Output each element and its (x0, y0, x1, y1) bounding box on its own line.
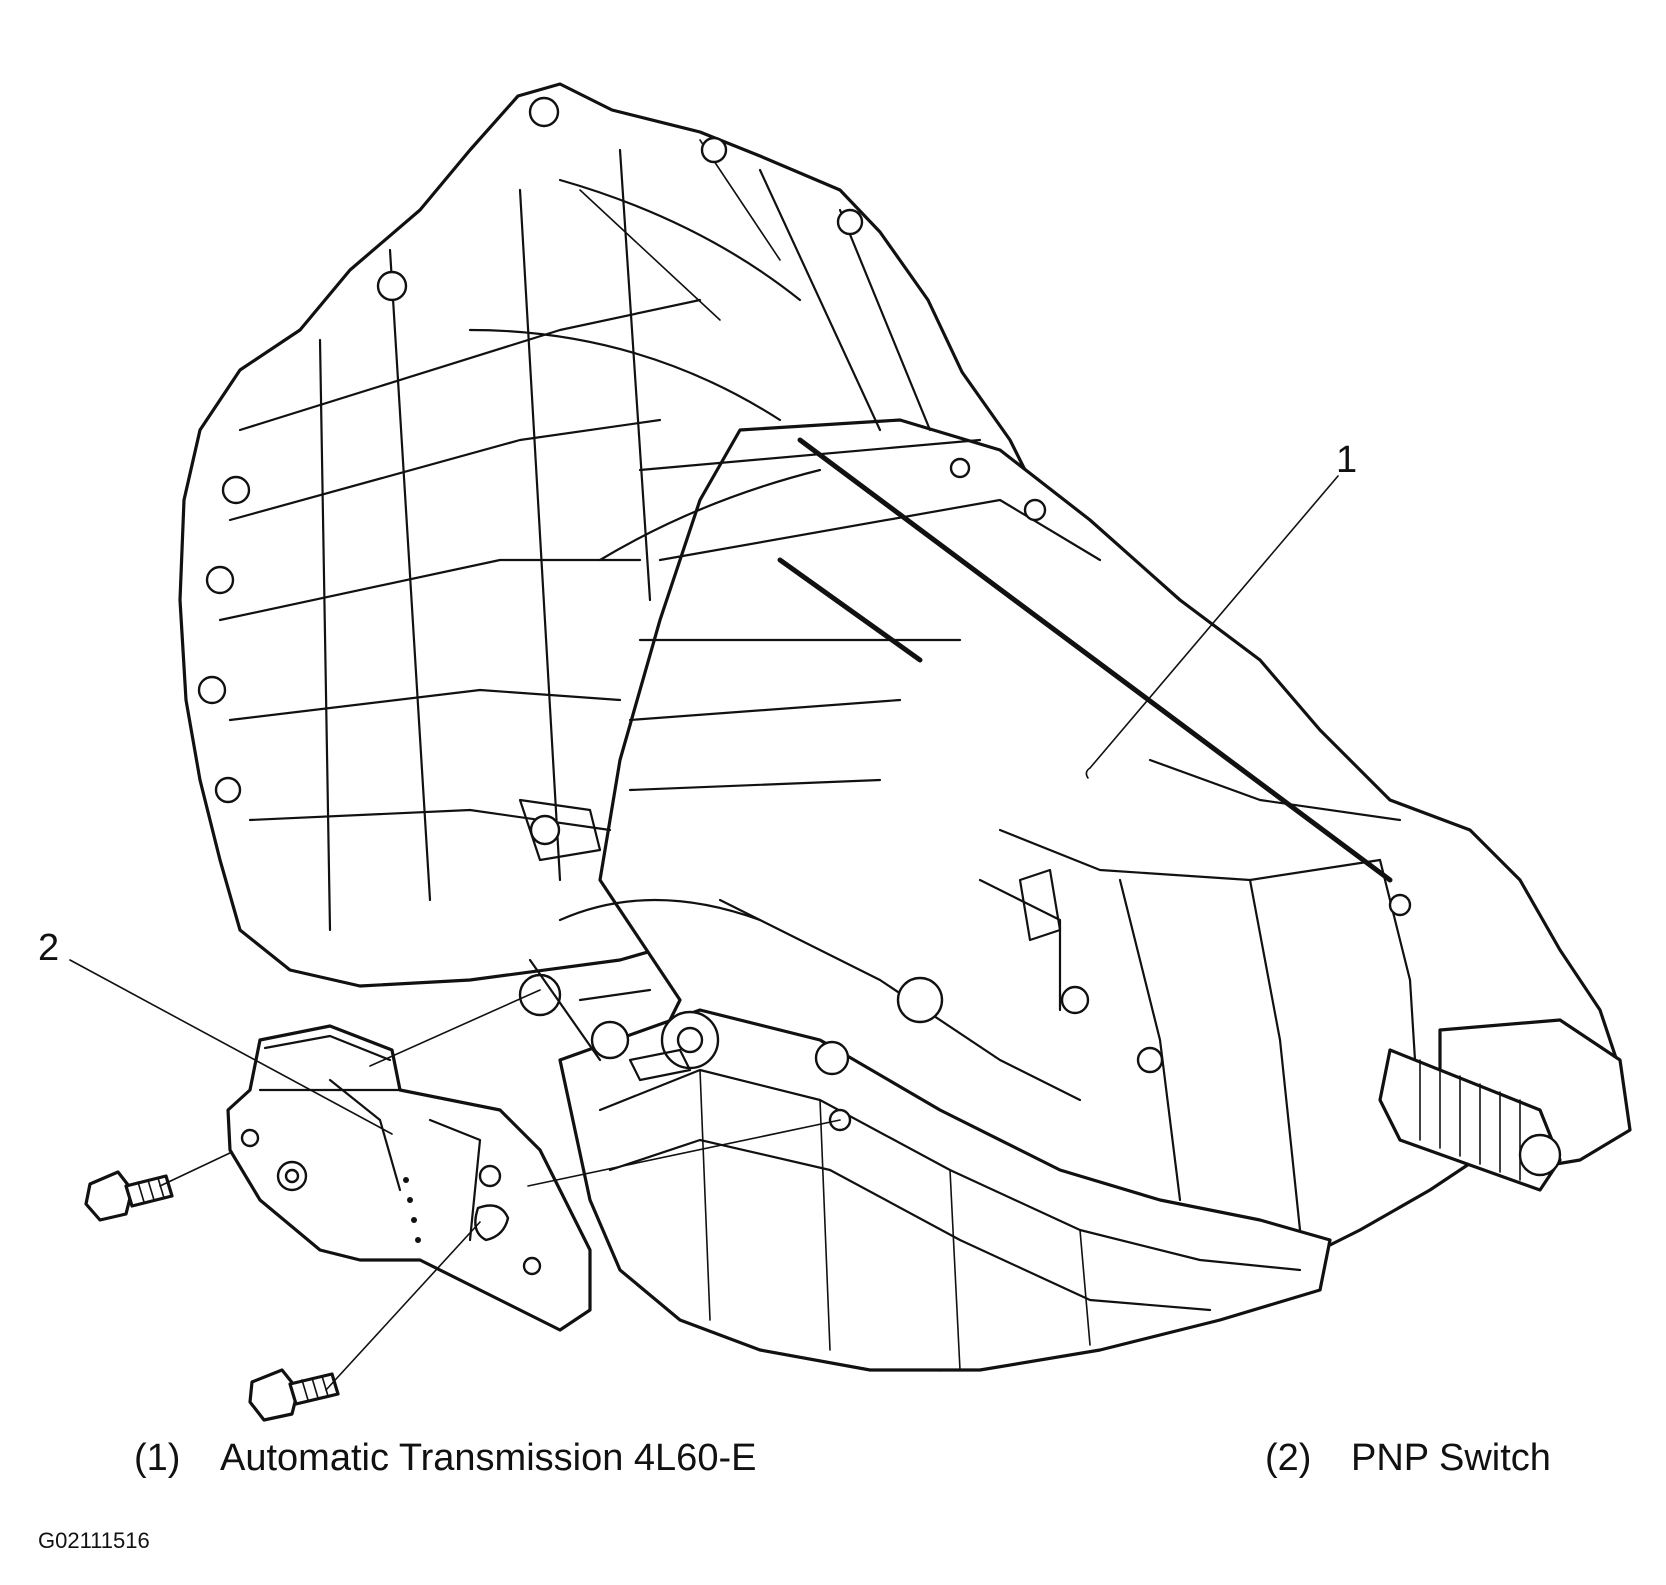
legend-item-1: (1) Automatic Transmission 4L60-E (134, 1436, 756, 1480)
figure-id: G02111516 (38, 1528, 150, 1553)
legend-item-2-text: PNP Switch (1351, 1437, 1551, 1479)
output-shaft (1378, 1048, 1562, 1192)
oil-pan (558, 1008, 1332, 1372)
bolt-upper (84, 1170, 174, 1222)
callout-2-label: 2 (38, 927, 59, 969)
pnp-switch-body (226, 1024, 592, 1332)
callout-2-leader (69, 959, 393, 1135)
callout-1-label: 1 (1336, 439, 1357, 481)
bolt-lower (248, 1368, 340, 1422)
legend-item-1-text: Automatic Transmission 4L60-E (220, 1437, 757, 1479)
legend-item-2: (2) PNP Switch (1265, 1436, 1551, 1480)
assembly-lines (159, 989, 841, 1391)
legend-item-1-number: (1) (134, 1437, 181, 1479)
pnp-switch (226, 1024, 592, 1332)
callout-1-leader (1089, 475, 1339, 769)
legend-item-2-number: (2) (1265, 1437, 1312, 1479)
automatic-transmission (178, 82, 1632, 1372)
